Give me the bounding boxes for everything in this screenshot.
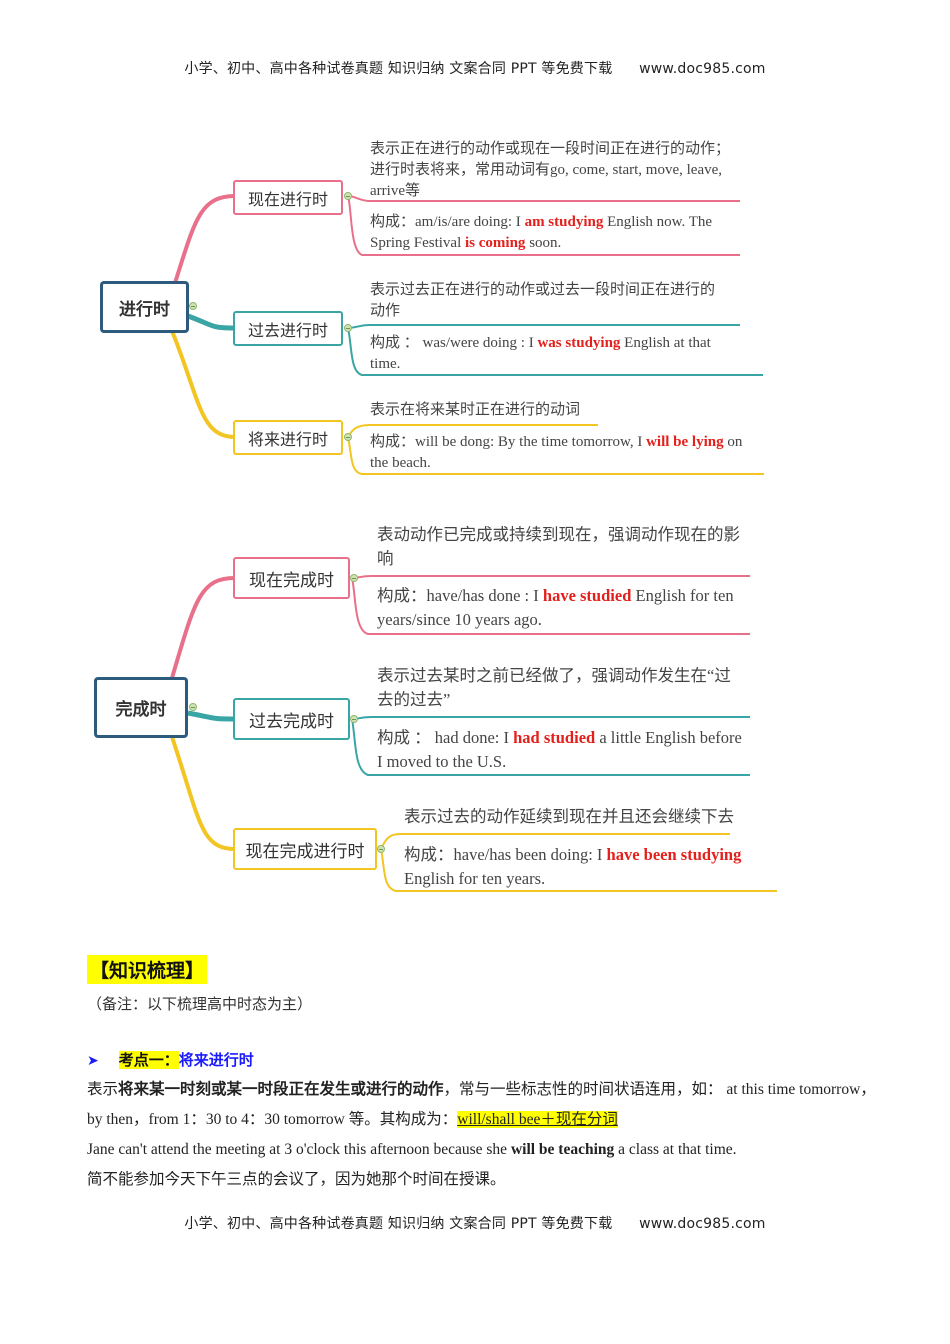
mindmap2-topic-past-perfect[interactable]: 过去完成时	[233, 698, 350, 740]
mindmap2-form-past-perfect: 构成 ： had done: I had studied a little En…	[377, 728, 742, 771]
mindmap1-topic-present-progressive[interactable]: 现在进行时	[233, 180, 343, 215]
mindmap2-topic-present-perfect-progressive[interactable]: 现在完成进行时	[233, 828, 377, 870]
example-sentence: Jane can't attend the meeting at 3 o'clo…	[87, 1141, 737, 1158]
mindmap1-desc-past-progressive: 表示过去正在进行的动作或过去一段时间正在进行的动作	[370, 282, 716, 319]
mindmap1-desc-present-progressive: 表示正在进行的动作或现在一段时间正在进行的动作；进行时表将来，常用动词有go, …	[370, 141, 731, 199]
mindmap1-form-present-progressive: 构成：am/is/are doing: I am studying Englis…	[370, 214, 713, 251]
section-title: 【知识梳理】	[87, 955, 208, 984]
mindmap2-topic-present-perfect[interactable]: 现在完成时	[233, 557, 350, 599]
mindmap2-desc-past-perfect: 表示过去某时之前已经做了，强调动作发生在“过去的过去”	[377, 666, 731, 709]
header-text: 小学、初中、高中各种试卷真题 知识归纳 文案合同 PPT 等免费下载	[184, 61, 613, 77]
section-note: （备注：以下梳理高中时态为主）	[87, 997, 313, 1013]
collapse-icon[interactable]	[350, 574, 358, 582]
collapse-icon[interactable]	[344, 324, 352, 332]
mindmap2-form-present-perfect: 构成：have/has done : I have studied Englis…	[377, 586, 734, 629]
page-header: 小学、初中、高中各种试卷真题 知识归纳 文案合同 PPT 等免费下载 www.d…	[0, 58, 950, 78]
footer-text: 小学、初中、高中各种试卷真题 知识归纳 文案合同 PPT 等免费下载	[184, 1216, 613, 1232]
definition-paragraph: 表示将来某一时刻或某一时段正在发生或进行的动作，常与一些标志性的时间状语连用，如…	[87, 1081, 876, 1128]
mindmap2-form-present-perfect-progressive: 构成：have/has been doing: I have been stud…	[404, 845, 742, 888]
collapse-icon[interactable]	[377, 845, 385, 853]
mindmap1-form-future-progressive: 构成：will be dong: By the time tomorrow, I…	[370, 434, 743, 471]
key-point-label: 考点一：	[118, 1051, 179, 1069]
collapse-icon[interactable]	[344, 192, 352, 200]
key-point-heading: ➤ 考点一：将来进行时	[87, 1049, 254, 1070]
collapse-icon[interactable]	[189, 302, 197, 310]
page-footer: 小学、初中、高中各种试卷真题 知识归纳 文案合同 PPT 等免费下载 www.d…	[0, 1213, 950, 1233]
collapse-icon[interactable]	[350, 715, 358, 723]
mindmap1-topic-past-progressive[interactable]: 过去进行时	[233, 311, 343, 346]
mindmap2-root[interactable]: 完成时	[94, 677, 188, 738]
example-translation: 简不能参加今天下午三点的会议了，因为她那个时间在授课。	[87, 1171, 506, 1188]
collapse-icon[interactable]	[189, 703, 197, 711]
header-site-link[interactable]: www.doc985.com	[639, 61, 766, 77]
key-point-title: 将来进行时	[178, 1051, 254, 1069]
mindmap2-desc-present-perfect-progressive: 表示过去的动作延续到现在并且还会继续下去	[404, 807, 734, 826]
mindmap2-desc-present-perfect: 表动动作已完成或持续到现在，强调动作现在的影响	[377, 525, 740, 568]
collapse-icon[interactable]	[344, 433, 352, 441]
mindmap1-desc-future-progressive: 表示在将来某时正在进行的动词	[370, 402, 581, 418]
arrow-bullet-icon: ➤	[87, 1053, 99, 1069]
footer-site-link[interactable]: www.doc985.com	[639, 1216, 766, 1232]
mindmap1-root[interactable]: 进行时	[100, 281, 189, 333]
formula-highlight: will/shall bee＋现在分词	[457, 1111, 618, 1128]
mindmap1-form-past-progressive: 构成 ： was/were doing : I was studying Eng…	[370, 335, 711, 372]
mindmap1-topic-future-progressive[interactable]: 将来进行时	[233, 420, 343, 455]
